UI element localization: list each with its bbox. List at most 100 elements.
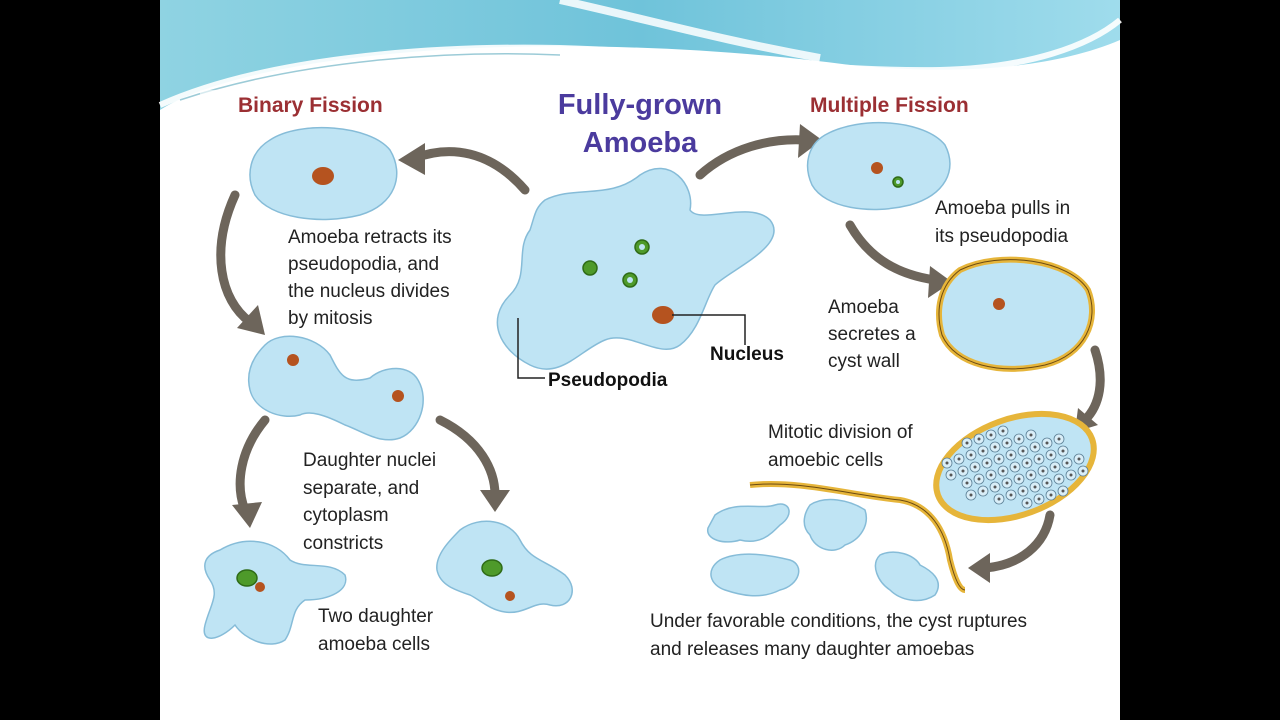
cyst-daughter-nucleus: [985, 461, 989, 465]
cyst-daughter-nucleus: [965, 441, 969, 445]
arrow-binary-1: [216, 190, 265, 335]
binary-step3-text: Two daughter amoeba cells: [318, 606, 434, 655]
cyst-daughter-nucleus: [993, 485, 997, 489]
binary-fission-heading: Binary Fission: [238, 94, 383, 117]
cyst-daughter-nucleus: [1009, 493, 1013, 497]
cyst-daughter-nucleus: [1005, 481, 1009, 485]
svg-text:Under favorable conditions, th: Under favorable conditions, the cyst rup…: [650, 611, 1027, 632]
cyst-daughter-nucleus: [1045, 481, 1049, 485]
cyst-daughter-nucleus: [997, 457, 1001, 461]
cyst-with-divided-cells: [933, 410, 1097, 524]
svg-text:Two daughter: Two daughter: [318, 606, 434, 627]
binary-cell-dividing: [248, 335, 424, 441]
cyst-daughter-nucleus: [1045, 441, 1049, 445]
cyst-daughter-nucleus: [1037, 457, 1041, 461]
svg-text:cyst wall: cyst wall: [828, 351, 900, 372]
svg-text:pseudopodia, and: pseudopodia, and: [288, 254, 439, 275]
multiple-cell-rounded: [806, 121, 951, 211]
cyst-daughter-nucleus: [973, 465, 977, 469]
binary-step2-text: Daughter nuclei separate, and cytoplasm …: [303, 450, 436, 554]
cyst-daughter-nucleus: [1081, 469, 1085, 473]
daughter-cell-2: [436, 520, 573, 614]
arrow-multiple-1: [845, 220, 952, 298]
cyst: [936, 256, 1095, 372]
cyst-daughter-nucleus: [1005, 441, 1009, 445]
cyst-daughter-nucleus: [969, 453, 973, 457]
svg-text:amoebic cells: amoebic cells: [768, 450, 883, 471]
cyst-daughter-nucleus: [981, 489, 985, 493]
binary-step1-text: Amoeba retracts its pseudopodia, and the…: [288, 227, 452, 329]
cyst-daughter-nucleus: [945, 461, 949, 465]
cyst-daughter-nucleus: [977, 477, 981, 481]
cyst-daughter-nucleus: [961, 469, 965, 473]
cyst-daughter-nucleus: [1065, 461, 1069, 465]
cyst-daughter-nucleus: [969, 493, 973, 497]
cyst-daughter-nucleus: [1021, 489, 1025, 493]
cyst-daughter-nucleus: [1037, 497, 1041, 501]
cyst-daughter-nucleus: [1029, 433, 1033, 437]
cyst-daughter-nucleus: [1061, 449, 1065, 453]
svg-text:secretes a: secretes a: [828, 324, 916, 345]
svg-text:Amoeba pulls in: Amoeba pulls in: [935, 198, 1070, 219]
arrow-to-binary: [398, 143, 530, 195]
nucleus-label: Nucleus: [710, 344, 784, 365]
cyst-daughter-nucleus: [1017, 437, 1021, 441]
cyst-daughter-nucleus: [1077, 457, 1081, 461]
svg-text:Daughter nuclei: Daughter nuclei: [303, 450, 436, 471]
cyst-daughter-nucleus: [1025, 501, 1029, 505]
cyst-daughter-nucleus: [1017, 477, 1021, 481]
cyst-daughter-nucleus: [1033, 445, 1037, 449]
cyst-daughter-nucleus: [965, 481, 969, 485]
cyst-daughter-nucleus: [1057, 477, 1061, 481]
multiple-step4-text: Under favorable conditions, the cyst rup…: [650, 611, 1027, 660]
fully-grown-amoeba: [496, 167, 775, 379]
multiple-step1-text: Amoeba pulls in its pseudopodia: [935, 198, 1070, 247]
svg-text:Amoeba retracts its: Amoeba retracts its: [288, 227, 452, 248]
cyst-daughter-nucleus: [1021, 449, 1025, 453]
cyst-daughter-nucleus: [1053, 465, 1057, 469]
svg-text:its pseudopodia: its pseudopodia: [935, 226, 1069, 247]
daughter-cell-1: [203, 540, 347, 645]
cyst-daughter-nucleus: [981, 449, 985, 453]
cyst-daughter-nucleus: [1025, 461, 1029, 465]
cyst-daughter-nucleus: [1029, 473, 1033, 477]
cyst-daughter-nucleus: [997, 497, 1001, 501]
cyst-daughter-nucleus: [977, 437, 981, 441]
cyst-daughter-nucleus: [1069, 473, 1073, 477]
svg-text:by mitosis: by mitosis: [288, 308, 372, 329]
svg-text:Amoeba: Amoeba: [828, 297, 899, 318]
arrow-binary-2b: [435, 415, 510, 512]
multiple-fission-heading: Multiple Fission: [810, 94, 969, 117]
cyst-daughter-nucleus: [1013, 465, 1017, 469]
svg-text:constricts: constricts: [303, 533, 383, 554]
center-title-line1: Fully-grown: [558, 89, 722, 121]
svg-text:separate, and: separate, and: [303, 478, 419, 499]
arrow-to-multiple: [695, 124, 822, 180]
released-daughter-amoebas: [707, 498, 940, 602]
multiple-step2-text: Amoeba secretes a cyst wall: [828, 297, 916, 372]
cyst-daughter-nucleus: [1001, 469, 1005, 473]
cyst-daughter-nucleus: [1041, 469, 1045, 473]
cyst-daughter-nucleus: [1001, 429, 1005, 433]
cyst-daughter-nucleus: [957, 457, 961, 461]
cyst-daughter-nucleus: [989, 433, 993, 437]
cyst-daughter-nucleus: [1049, 493, 1053, 497]
cyst-daughter-nucleus: [1057, 437, 1061, 441]
svg-text:and releases many daughter amo: and releases many daughter amoebas: [650, 639, 974, 660]
arrow-binary-2a: [232, 415, 270, 528]
cyst-daughter-nucleus: [1009, 453, 1013, 457]
binary-cell-rounded: [249, 126, 398, 221]
cyst-daughter-nucleus: [1033, 485, 1037, 489]
svg-text:the nucleus divides: the nucleus divides: [288, 281, 450, 302]
center-title-line2: Amoeba: [583, 127, 698, 159]
pseudopodia-label: Pseudopodia: [548, 370, 668, 391]
header-wave: [160, 0, 1120, 110]
cyst-daughter-nucleus: [949, 473, 953, 477]
cyst-daughter-nucleus: [1049, 453, 1053, 457]
cyst-daughter-nucleus: [993, 445, 997, 449]
svg-text:cytoplasm: cytoplasm: [303, 505, 389, 526]
arrow-multiple-3: [968, 510, 1055, 583]
cyst-daughter-nucleus: [1061, 489, 1065, 493]
